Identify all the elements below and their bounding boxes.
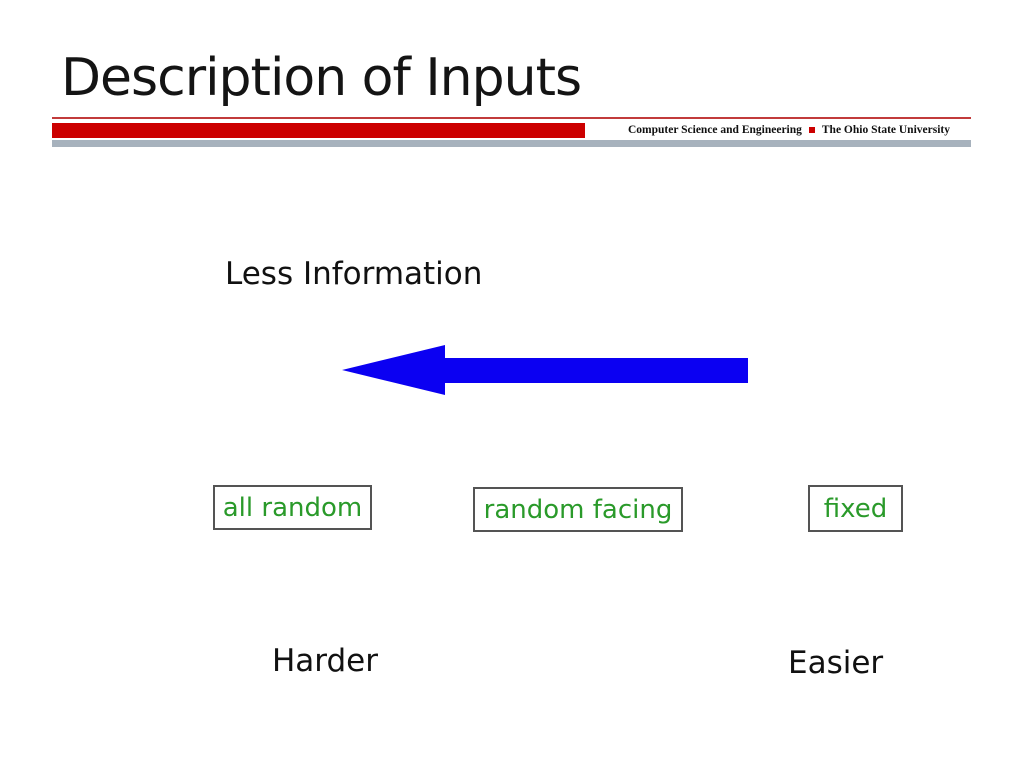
branding-department: Computer Science and Engineering <box>628 124 802 136</box>
box-fixed: fixed <box>808 485 903 532</box>
red-square-bullet-icon <box>808 127 815 133</box>
header-thin-red-rule <box>52 117 971 119</box>
box-all-random: all random <box>213 485 372 530</box>
branding-university: The Ohio State University <box>821 124 950 136</box>
branding-line: Computer Science and Engineering The Ohi… <box>628 122 950 138</box>
left-arrow-icon <box>342 345 748 395</box>
left-arrow <box>342 345 748 395</box>
left-arrow-shape <box>342 345 748 395</box>
slide-title: Description of Inputs <box>61 48 582 108</box>
box-all-random-label: all random <box>222 492 363 523</box>
header-red-bar <box>52 123 585 138</box>
box-random-facing-label: random facing <box>483 494 673 525</box>
box-fixed-label: fixed <box>823 493 888 524</box>
easier-label: Easier <box>788 645 884 681</box>
less-information-label: Less Information <box>225 256 483 292</box>
harder-label: Harder <box>272 643 379 679</box>
box-random-facing: random facing <box>473 487 683 532</box>
header-gray-bar <box>52 140 971 147</box>
